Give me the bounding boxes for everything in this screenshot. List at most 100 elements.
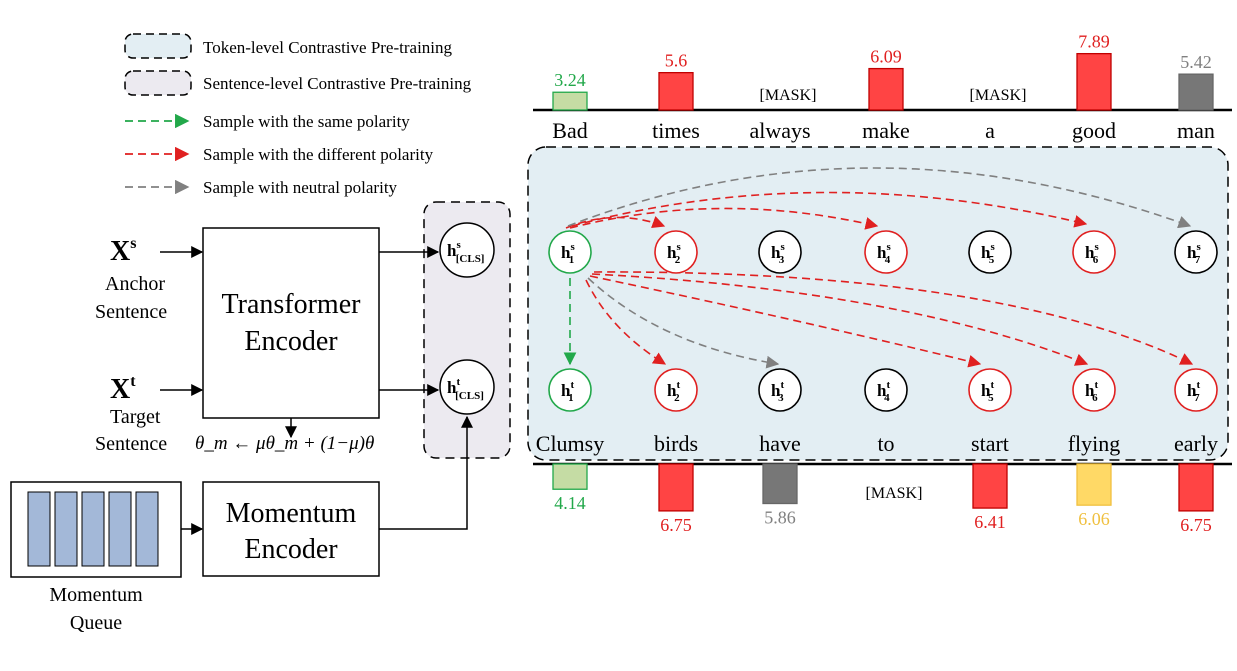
anchor-word: make: [862, 118, 910, 143]
target-node-sub: 7: [1194, 392, 1200, 404]
arrow-anchor-h1-to-target-h5: [589, 275, 982, 368]
target-word: birds: [654, 431, 698, 456]
target-label-line1: Target: [110, 406, 161, 428]
anchor-score-bar: [1178, 73, 1214, 111]
anchor-mask-label: [MASK]: [760, 87, 817, 104]
target-mask-label: [MASK]: [866, 485, 923, 502]
target-node-sup: t: [570, 379, 574, 391]
svg-text:ht3: ht3: [771, 379, 784, 404]
anchor-node-sub: 1: [569, 254, 575, 266]
anchor-node-symbol: h: [981, 243, 991, 262]
target-score-value: 6.06: [1078, 509, 1110, 529]
anchor-label-line1: Anchor: [105, 273, 165, 295]
arrow-anchor-h1-to-target-h7: [593, 271, 1194, 365]
svg-text:hs3: hs3: [771, 241, 785, 266]
anchor-score-value: 5.42: [1180, 52, 1212, 72]
anchor-score-bar: [868, 67, 904, 111]
target-node-sub: 6: [1092, 392, 1098, 404]
anchor-word: always: [749, 118, 810, 143]
anchor-score-value: 7.89: [1078, 32, 1110, 52]
legend-token-swatch: [124, 33, 192, 59]
arrow-anchor-h1-to-target-h6: [591, 273, 1089, 366]
anchor-node-symbol: h: [561, 243, 571, 262]
svg-text:Xt: Xt: [110, 373, 136, 405]
svg-text:ht7: ht7: [1187, 379, 1200, 404]
target-input: Xt Target Sentence: [95, 373, 204, 455]
target-score-value: 6.75: [1180, 515, 1212, 535]
target-word: start: [971, 431, 1009, 456]
queue-cell: [81, 491, 105, 567]
legend-same-label: Sample with the same polarity: [203, 112, 410, 131]
anchor-sup: s: [130, 235, 136, 252]
queue-cell: [27, 491, 51, 567]
svg-text:hs7: hs7: [1187, 241, 1201, 266]
anchor-node-sub: 6: [1093, 254, 1099, 266]
cls-anchor-sub: [CLS]: [456, 253, 485, 265]
anchor-word: man: [1177, 118, 1215, 143]
target-node-sub: 2: [674, 392, 680, 404]
target-node-sup: t: [990, 379, 994, 391]
queue-cell: [135, 491, 159, 567]
anchor-score-value: 3.24: [554, 70, 586, 90]
anchor-node-symbol: h: [667, 243, 677, 262]
target-node-sub: 5: [988, 392, 994, 404]
target-node-sup: t: [780, 379, 784, 391]
target-score-bar: [1076, 463, 1112, 506]
cls-node-anchor: hs[CLS]: [439, 222, 495, 278]
anchor-node-symbol: h: [1187, 243, 1197, 262]
legend-neutral-label: Sample with neutral polarity: [203, 178, 398, 197]
anchor-score-bar: [658, 72, 694, 111]
target-score-value: 4.14: [554, 493, 586, 513]
arrow-anchor-h1-to-h7: [567, 167, 1192, 229]
target-word: flying: [1068, 431, 1121, 456]
target-node-symbol: h: [877, 381, 887, 400]
target-score-value: 5.86: [764, 508, 796, 528]
arrow-anchor-h1-to-h6: [571, 191, 1088, 228]
target-node-symbol: h: [1187, 381, 1197, 400]
svg-text:hs1: hs1: [561, 241, 575, 266]
target-score-value: 6.41: [974, 512, 1006, 532]
anchor-node-sup: s: [780, 241, 785, 253]
target-node-symbol: h: [1085, 381, 1095, 400]
target-node-sup: t: [886, 379, 890, 391]
svg-text:ht2: ht2: [667, 379, 680, 404]
queue-label-line2: Queue: [70, 612, 122, 634]
anchor-node-symbol: h: [771, 243, 781, 262]
svg-text:ht6: ht6: [1085, 379, 1098, 404]
transformer-encoder: Transformer Encoder: [202, 227, 380, 419]
cls-anchor-symbol: h: [447, 241, 457, 260]
token-level-panel: [527, 146, 1229, 461]
anchor-node-sup: s: [570, 241, 575, 253]
svg-text:hs2: hs2: [667, 241, 681, 266]
svg-text:hs4: hs4: [877, 241, 891, 266]
svg-text:ht[CLS]: ht[CLS]: [447, 376, 484, 402]
target-score-bar: [1178, 463, 1214, 512]
target-node-sup: t: [1094, 379, 1098, 391]
queue-cell: [108, 491, 132, 567]
anchor-word: times: [652, 118, 700, 143]
target-word: Clumsy: [536, 431, 604, 456]
anchor-node-sup: s: [1094, 241, 1099, 253]
queue-cell: [54, 491, 78, 567]
anchor-node-sub: 4: [885, 254, 891, 266]
anchor-score-bar: [552, 91, 588, 111]
target-node-symbol: h: [771, 381, 781, 400]
target-score-bar: [658, 463, 694, 512]
queue-label-line1: Momentum: [49, 584, 143, 606]
anchor-word: a: [985, 118, 995, 143]
anchor-score-value: 6.09: [870, 47, 902, 67]
target-node-sub: 4: [884, 392, 890, 404]
